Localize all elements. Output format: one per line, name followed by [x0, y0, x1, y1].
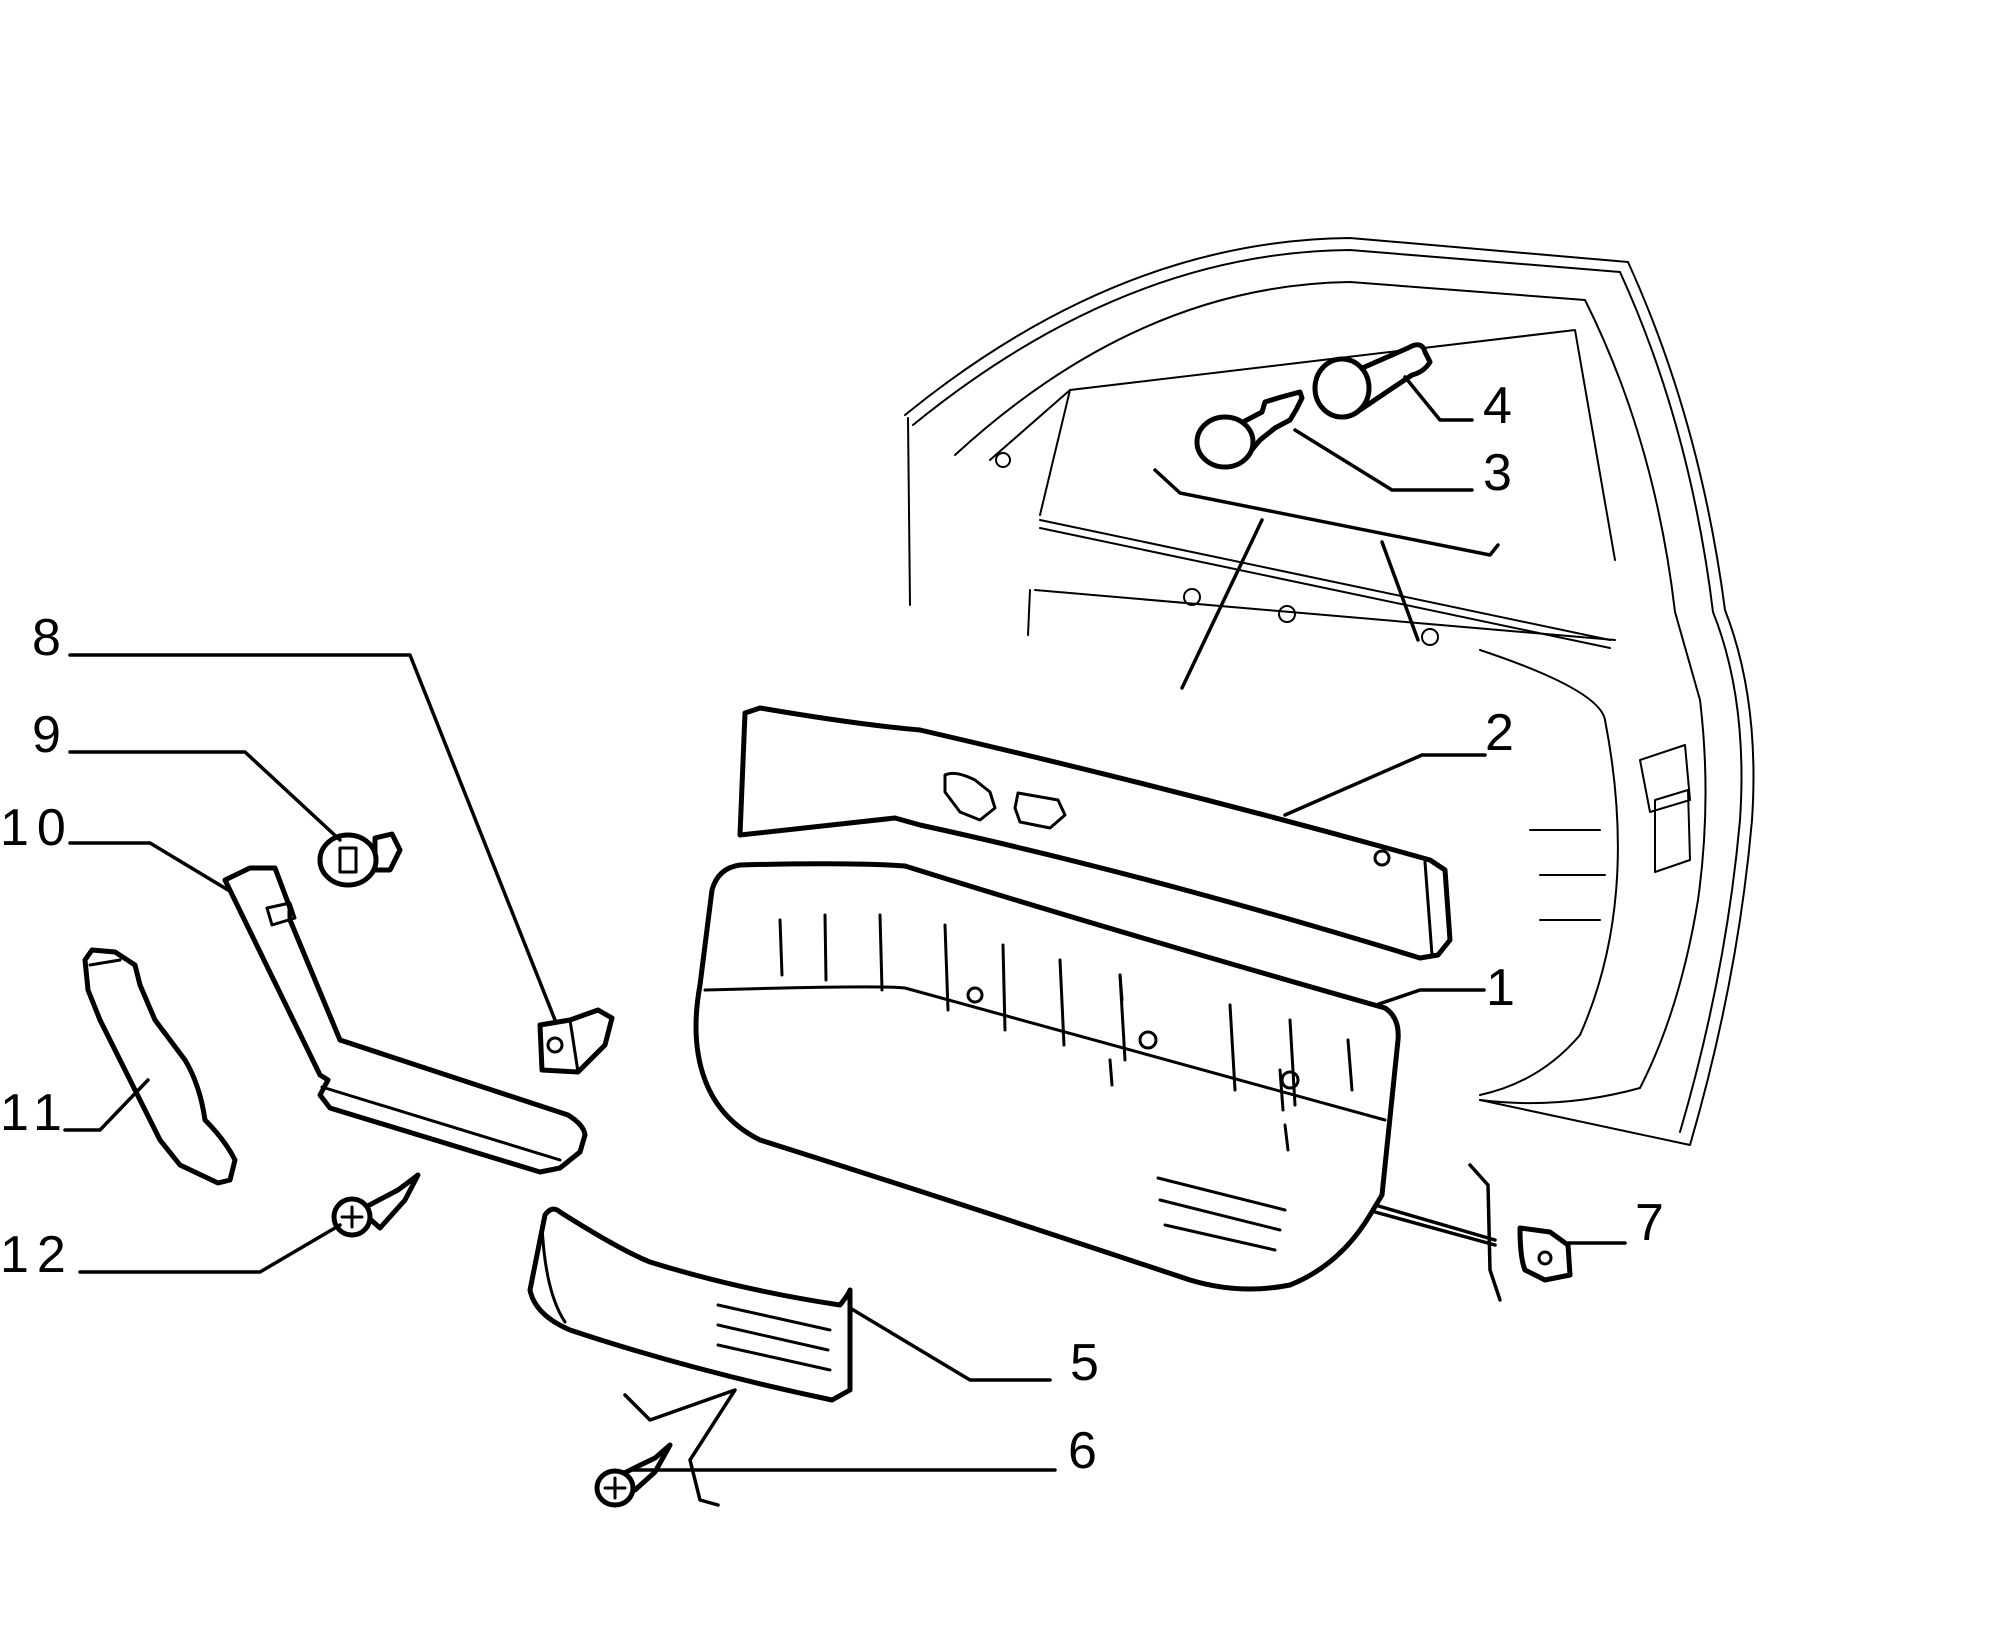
- callout-10: 10: [0, 799, 74, 857]
- bracket-3-4-left: [1180, 518, 1264, 690]
- leader-lines: [63, 375, 1627, 1507]
- bracket-7: [1468, 1163, 1502, 1302]
- leader-3: [1293, 428, 1474, 492]
- callout-9: 9: [32, 706, 69, 764]
- callout-5: 5: [1070, 1334, 1107, 1392]
- leader-5: [848, 1306, 1052, 1382]
- leader-12: [78, 1223, 342, 1274]
- part-8-fastener: [537, 1007, 615, 1075]
- part-7-clip: [1517, 1225, 1573, 1283]
- bracket-3-4: [1153, 468, 1500, 557]
- part-2-upper-trim: [737, 705, 1453, 961]
- callout-12: 12: [0, 1226, 74, 1284]
- part-3-ribbed-clip: [1194, 389, 1305, 470]
- part-11-handle-cover: [82, 947, 238, 1186]
- callout-4: 4: [1483, 377, 1520, 435]
- part-10-armrest: [222, 865, 588, 1175]
- leader-9: [68, 750, 342, 842]
- part-9-grommet: [317, 831, 403, 888]
- part-6-screw: [594, 1442, 673, 1508]
- callout-6: 6: [1068, 1422, 1105, 1480]
- callout-labels: 1 2 3 4 5 6 7 8 9 10 11 12: [0, 377, 1672, 1480]
- callout-2: 2: [1485, 704, 1522, 762]
- bracket-6: [623, 1388, 737, 1507]
- bracket-7-to-1a: [1373, 1203, 1497, 1242]
- part-1-door-panel: [693, 861, 1401, 1292]
- leader-4: [1403, 375, 1474, 422]
- leader-8: [68, 653, 557, 1022]
- callout-3: 3: [1483, 444, 1520, 502]
- callout-8: 8: [32, 609, 69, 667]
- part-5-pocket: [527, 1206, 853, 1403]
- bracket-3-4-right: [1380, 540, 1420, 642]
- callout-1: 1: [1486, 959, 1523, 1017]
- part-4-push-pin: [1312, 342, 1433, 420]
- callout-11: 11: [0, 1084, 70, 1142]
- leader-1: [1374, 988, 1486, 1007]
- leader-2: [1283, 753, 1487, 817]
- part-12-screw: [331, 1172, 421, 1238]
- bracket-7-to-1b: [1373, 1210, 1497, 1247]
- callout-7: 7: [1635, 1194, 1672, 1252]
- leader-11: [63, 1078, 150, 1132]
- leader-10: [68, 841, 230, 892]
- door-shell: [904, 237, 1755, 1146]
